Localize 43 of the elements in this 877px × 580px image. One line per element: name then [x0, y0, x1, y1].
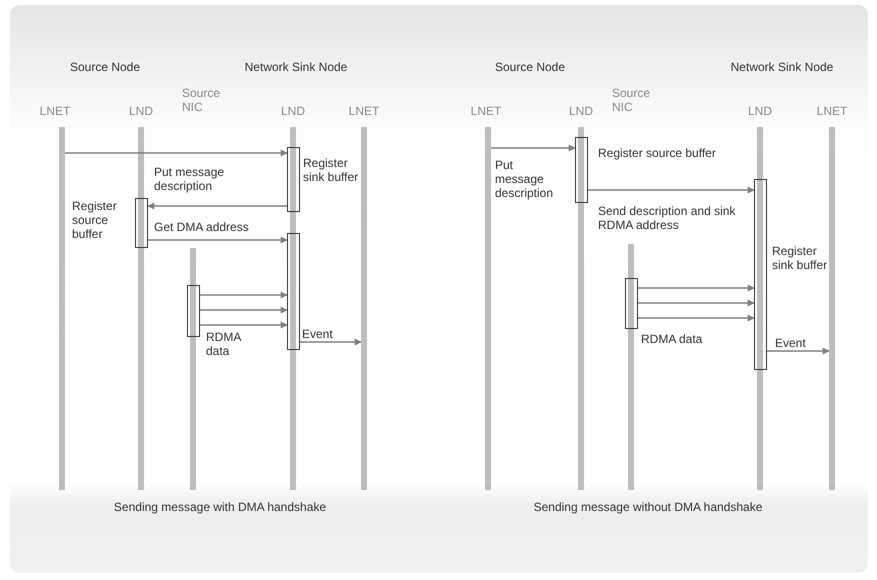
lifeline-label: LNET	[470, 104, 502, 118]
message-arrow	[638, 300, 755, 306]
message-arrow	[588, 186, 755, 194]
group-heading: Source Node	[68, 60, 142, 74]
activation-box	[135, 198, 148, 248]
step-note: RDMA data	[206, 330, 242, 358]
message-arrow	[200, 306, 288, 314]
lifeline-label: LND	[568, 104, 594, 118]
message-arrow	[147, 202, 287, 210]
lifeline-label: Source NIC	[612, 86, 652, 114]
lifeline-label: LND	[280, 104, 306, 118]
message-arrow	[638, 284, 755, 292]
step-note: Register source buffer	[72, 199, 118, 241]
message-arrow	[767, 348, 830, 354]
edge-label: Send description and sink RDMA address	[598, 204, 736, 232]
message-arrow	[638, 314, 755, 322]
message-arrow	[65, 150, 288, 156]
message-arrow	[300, 338, 362, 346]
edge-label: Event	[775, 336, 807, 350]
step-note: Register sink buffer	[772, 244, 828, 272]
diagram-caption: Sending message without DMA handshake	[532, 500, 764, 514]
group-heading: Network Sink Node	[244, 60, 348, 74]
lifeline-label: LND	[128, 104, 154, 118]
group-heading: Source Node	[494, 60, 566, 74]
lifeline-label: LNET	[816, 104, 848, 118]
message-arrow	[200, 322, 288, 328]
edge-label: Put message description	[154, 165, 226, 193]
message-arrow	[148, 236, 288, 244]
edge-label: Put message description	[495, 158, 554, 200]
step-note: Register sink buffer	[303, 156, 360, 184]
activation-box	[287, 233, 300, 350]
edge-label: Get DMA address	[154, 220, 250, 234]
message-arrow	[491, 144, 576, 152]
edge-label: Event	[302, 327, 334, 341]
lifeline-label: Source NIC	[182, 86, 222, 114]
step-note: RDMA data	[641, 332, 704, 346]
lifeline-label: LNET	[38, 104, 72, 118]
diagram-caption: Sending message with DMA handshake	[112, 500, 328, 514]
step-note: Register source buffer	[598, 146, 717, 160]
lifeline-label: LND	[746, 104, 773, 118]
group-heading: Network Sink Node	[730, 60, 834, 74]
message-arrow	[200, 292, 288, 298]
lifeline-label: LNET	[348, 104, 380, 118]
